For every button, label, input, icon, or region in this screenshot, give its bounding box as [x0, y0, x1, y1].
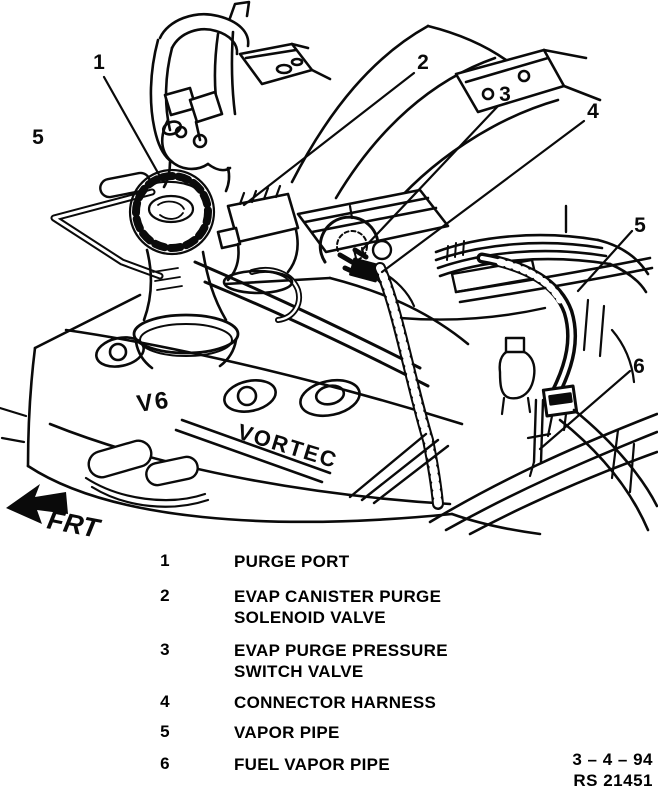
alternator-bracket [454, 48, 602, 114]
callout-number-4: 4 [587, 100, 599, 123]
embossed-v6-text: V6 [135, 387, 172, 418]
legend-item-label: FUEL VAPOR PIPE [234, 755, 390, 774]
embossed-vortec-text: VORTEC [235, 419, 341, 473]
leader-1 [102, 75, 164, 182]
valve-cover [0, 260, 547, 524]
legend-item-number: 2 [160, 586, 170, 605]
figure-date: 3 – 4 – 94 [572, 750, 653, 769]
legend-item-number: 6 [160, 754, 170, 773]
leader-5-right [576, 229, 634, 293]
corrugated-hose [374, 262, 444, 510]
fuel-vapor-pipe [498, 336, 552, 478]
legend-item-label: VAPOR PIPE [234, 723, 340, 742]
callout-number-5-right: 5 [634, 214, 646, 237]
frt-arrow [6, 484, 68, 524]
spark-plug-wires [348, 432, 450, 505]
legend-item-number: 4 [160, 692, 170, 711]
callout-number-3: 3 [499, 83, 511, 106]
callout-number-1: 1 [93, 51, 105, 74]
legend-item-number: 5 [160, 722, 170, 741]
purge-port-assembly [160, 86, 232, 193]
frt-label: FRT [45, 504, 104, 544]
air-duct [149, 0, 332, 164]
background-machinery [428, 298, 658, 536]
leader-4 [380, 119, 586, 274]
leader-3 [360, 104, 500, 252]
callout-number-6: 6 [633, 355, 645, 378]
figure-reference-number: RS 21451 [573, 771, 653, 790]
legend-item-number: 1 [160, 551, 170, 570]
leader-2 [242, 71, 416, 207]
engine-illustration: 1 2 3 4 5 5 6 V6 VORTEC FRT [0, 0, 658, 544]
legend-item-number: 3 [160, 640, 170, 659]
legend-item-label: EVAP PURGE PRESSURE SWITCH VALVE [234, 641, 448, 681]
left-vapor-pipe [50, 171, 198, 280]
purge-solenoid-valve [216, 184, 300, 295]
callout-number-5-left: 5 [32, 126, 44, 149]
legend-item-label: PURGE PORT [234, 552, 350, 571]
callout-number-2: 2 [417, 51, 429, 74]
callout-leaders [102, 71, 634, 451]
right-vapor-pipe [476, 252, 579, 438]
legend-item-label: EVAP CANISTER PURGE SOLENOID VALVE [234, 587, 442, 627]
legend-item-label: CONNECTOR HARNESS [234, 693, 437, 712]
leader-6 [538, 369, 632, 451]
